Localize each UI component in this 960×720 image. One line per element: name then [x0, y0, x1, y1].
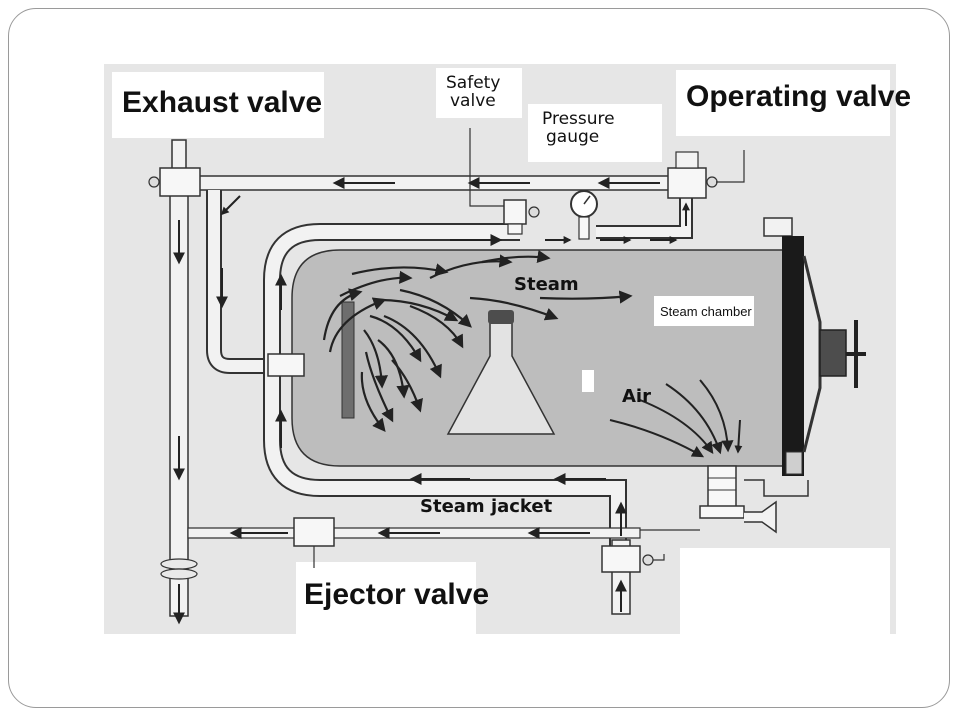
- chamber-notch: [582, 370, 594, 392]
- inlet-valve-body: [601, 545, 641, 573]
- chamber-top-flange: [763, 217, 793, 237]
- exhaust-valve-knob: [148, 176, 160, 188]
- air-flow-arrows: [609, 379, 743, 458]
- gauge-label-patch: [528, 104, 662, 162]
- steam-label: Steam: [514, 274, 579, 295]
- pressure-gauge-label-2: gauge: [546, 127, 599, 147]
- steam-chamber-label: Steam chamber: [660, 304, 752, 319]
- air-outlet-trap: [699, 465, 809, 534]
- pressure-gauge: [570, 190, 598, 240]
- safety-valve: [469, 128, 540, 235]
- ejector-valve-label: Ejector valve: [304, 578, 489, 611]
- operating-valve-stem: [675, 151, 699, 169]
- door-panel: [782, 236, 804, 476]
- safety-valve-label-2: valve: [450, 91, 496, 111]
- operating-valve-knob: [706, 176, 718, 188]
- exhaust-coupling: [160, 558, 198, 570]
- door-hub: [819, 329, 847, 377]
- exhaust-label-patch: [112, 72, 324, 138]
- ejector-label-patch: [296, 562, 476, 634]
- exhaust-valve-label: Exhaust valve: [122, 86, 322, 119]
- jacket-arrows: [275, 202, 690, 612]
- safety-valve-label-1: Safety: [446, 73, 500, 93]
- ejector-valve-body: [293, 517, 335, 547]
- operating-label-patch: [676, 70, 890, 136]
- exhaust-valve-body: [159, 167, 201, 197]
- inlet-valve-knob: [642, 554, 654, 566]
- operating-valve-body: [667, 167, 707, 199]
- operating-lever: [716, 150, 745, 183]
- steam-chamber-label-patch: [654, 296, 754, 326]
- safety-label-patch: [436, 68, 522, 118]
- exhaust-arrows: [173, 220, 228, 625]
- rack-shelf: [341, 301, 355, 419]
- air-label: Air: [622, 386, 651, 407]
- door-latch: [785, 451, 803, 475]
- bottom-right-patch: [680, 548, 890, 634]
- steam-jacket-label: Steam jacket: [420, 496, 553, 517]
- pressure-gauge-label-1: Pressure: [542, 109, 615, 129]
- operating-valve-label: Operating valve: [686, 80, 911, 113]
- jacket-connector: [267, 353, 305, 377]
- top-pipe-arrows: [220, 177, 660, 216]
- flask-cap: [488, 310, 514, 324]
- steam-flow-arrows: [322, 249, 633, 433]
